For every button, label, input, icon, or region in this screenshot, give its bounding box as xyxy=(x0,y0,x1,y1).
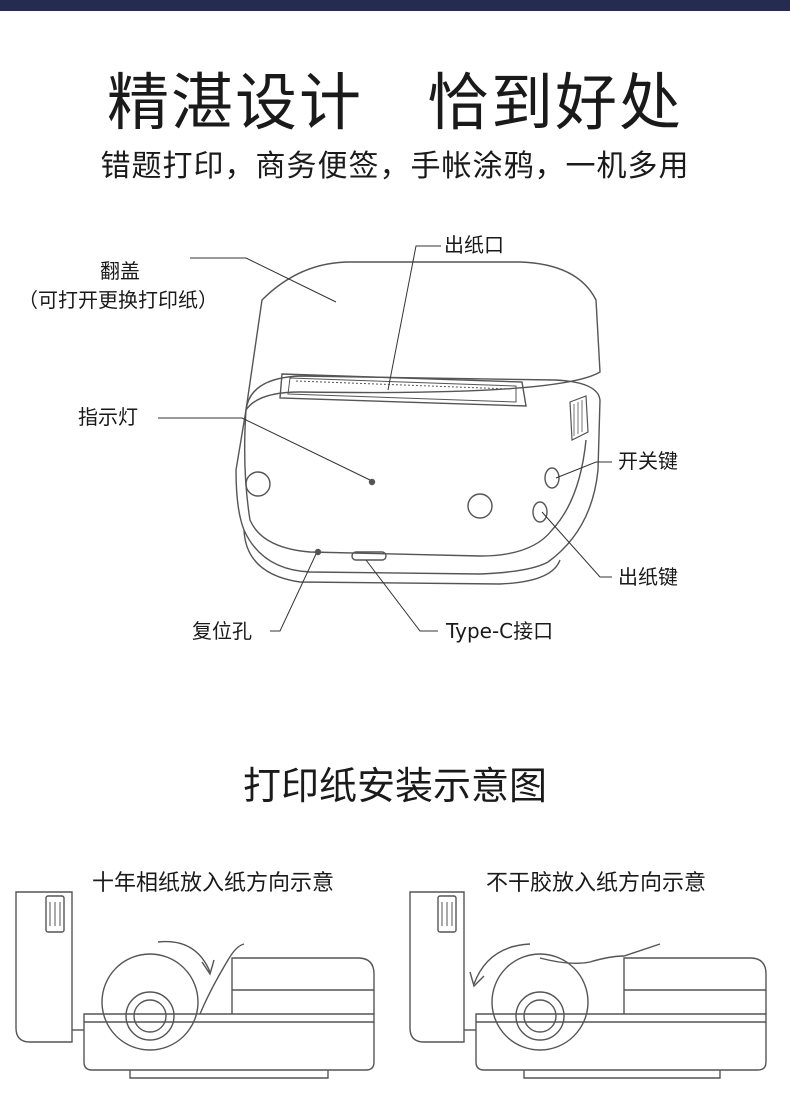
label-lid-note: （可打开更换打印纸） xyxy=(18,288,218,312)
install-heading: 打印纸安装示意图 xyxy=(242,764,547,808)
power-button-shape xyxy=(545,468,559,488)
printer-illustration xyxy=(236,262,600,584)
caption-photo-paper: 十年相纸放入纸方向示意 xyxy=(92,871,335,896)
label-feed-key: 出纸键 xyxy=(618,565,678,589)
feed-button-shape xyxy=(533,502,547,522)
callout-lines xyxy=(158,246,612,631)
reset-hole-dot xyxy=(316,550,321,555)
label-typec-port: Type-C接口 xyxy=(446,619,554,643)
label-reset-hole: 复位孔 xyxy=(192,619,252,643)
typec-port-shape xyxy=(352,552,386,560)
label-power-key: 开关键 xyxy=(618,449,678,473)
label-lid: 翻盖 xyxy=(100,259,140,283)
indicator-dot xyxy=(370,480,375,485)
install-diagram-sticker-paper xyxy=(410,892,766,1078)
label-paper-outlet: 出纸口 xyxy=(444,233,504,257)
page-title: 精湛设计 恰到好处 xyxy=(106,66,683,139)
label-indicator-light: 指示灯 xyxy=(78,405,138,429)
caption-sticker-paper: 不干胶放入纸方向示意 xyxy=(486,871,707,896)
page-subtitle: 错题打印，商务便签，手帐涂鸦，一机多用 xyxy=(100,149,690,184)
paper-outlet-slot xyxy=(280,374,526,406)
install-diagram-photo-paper xyxy=(16,892,374,1078)
top-bar xyxy=(0,0,790,11)
